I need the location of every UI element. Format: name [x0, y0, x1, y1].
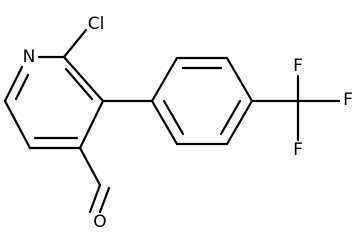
bond-c2-c3: [62, 55, 105, 103]
atom-label-fluorine-top: F: [293, 56, 303, 76]
bond-c5-c6: [3, 99, 32, 150]
atom-label-layer: N Cl O F F F: [23, 14, 353, 232]
bond-c3-c4: [78, 99, 105, 150]
bond-ph-inner-2: [219, 99, 242, 136]
bond-cho-o-double: [98, 186, 111, 214]
bond-ph-c: [225, 56, 254, 103]
bond-ph-inner-3: [162, 99, 185, 136]
bond-ph-d: [225, 99, 254, 146]
bond-inner-c2-c3: [64, 67, 94, 101]
bond-ph-a: [150, 56, 179, 103]
bond-ph-f: [150, 99, 179, 146]
atom-label-chlorine: Cl: [88, 14, 105, 34]
bond-c6-n1: [3, 65, 24, 103]
bond-layer: [3, 28, 341, 214]
atom-label-oxygen: O: [93, 212, 106, 232]
atom-label-fluorine-bottom: F: [293, 140, 303, 160]
bond-inner-c6-n1: [14, 73, 30, 101]
atom-label-fluorine-right: F: [343, 90, 353, 110]
bond-cho-o: [88, 183, 102, 214]
bond-c4-cho: [78, 146, 102, 187]
bond-c2-cl: [62, 28, 88, 59]
atom-label-nitrogen: N: [23, 47, 36, 67]
